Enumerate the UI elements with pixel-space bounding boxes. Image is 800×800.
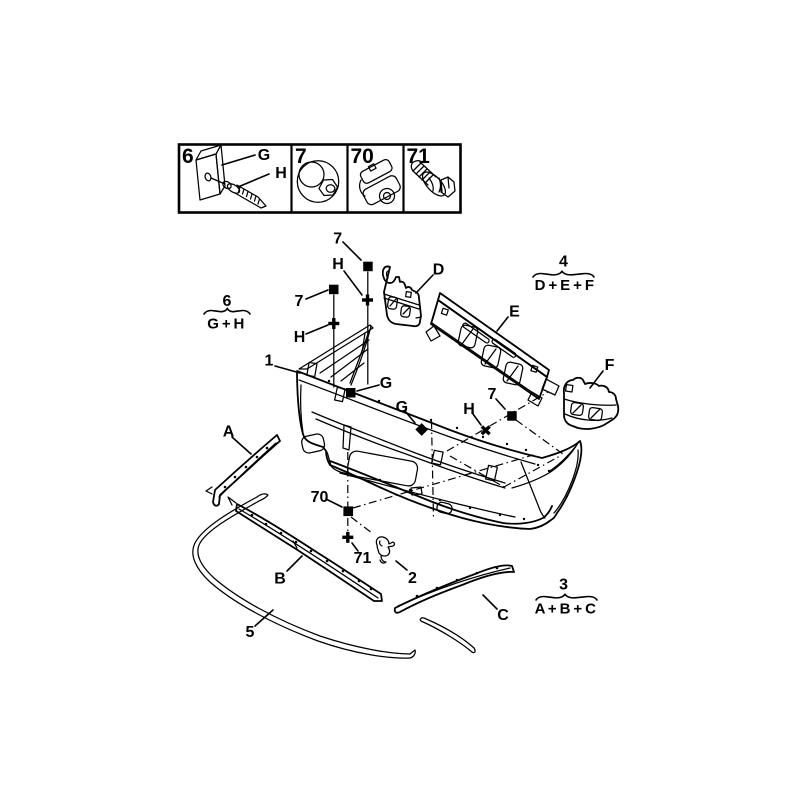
svg-text:7: 7 bbox=[488, 386, 497, 403]
svg-text:E: E bbox=[509, 304, 520, 321]
svg-text:C: C bbox=[497, 607, 509, 624]
svg-text:7: 7 bbox=[333, 231, 342, 248]
svg-text:3: 3 bbox=[559, 577, 568, 594]
svg-text:A: A bbox=[223, 424, 235, 441]
svg-text:G: G bbox=[258, 147, 270, 164]
svg-text:G + H: G + H bbox=[207, 316, 244, 333]
svg-text:5: 5 bbox=[246, 624, 255, 641]
svg-text:B: B bbox=[274, 571, 286, 588]
svg-text:2: 2 bbox=[408, 570, 417, 587]
svg-text:7: 7 bbox=[295, 293, 304, 310]
svg-text:H: H bbox=[332, 256, 344, 273]
svg-text:4: 4 bbox=[559, 254, 568, 271]
svg-text:H: H bbox=[294, 329, 306, 346]
svg-text:6: 6 bbox=[182, 145, 194, 168]
svg-text:7: 7 bbox=[295, 145, 307, 168]
svg-text:70: 70 bbox=[351, 145, 374, 168]
svg-text:6: 6 bbox=[223, 293, 232, 310]
svg-text:H: H bbox=[275, 165, 287, 182]
svg-text:D: D bbox=[433, 262, 445, 279]
svg-text:A + B + C: A + B + C bbox=[535, 601, 596, 618]
svg-text:H: H bbox=[463, 401, 475, 418]
svg-text:D + E + F: D + E + F bbox=[535, 277, 594, 294]
svg-text:70: 70 bbox=[311, 489, 329, 506]
svg-text:F: F bbox=[605, 357, 615, 374]
svg-text:71: 71 bbox=[407, 145, 431, 168]
svg-text:G: G bbox=[380, 375, 392, 392]
svg-text:71: 71 bbox=[354, 550, 372, 567]
svg-text:1: 1 bbox=[265, 353, 274, 370]
